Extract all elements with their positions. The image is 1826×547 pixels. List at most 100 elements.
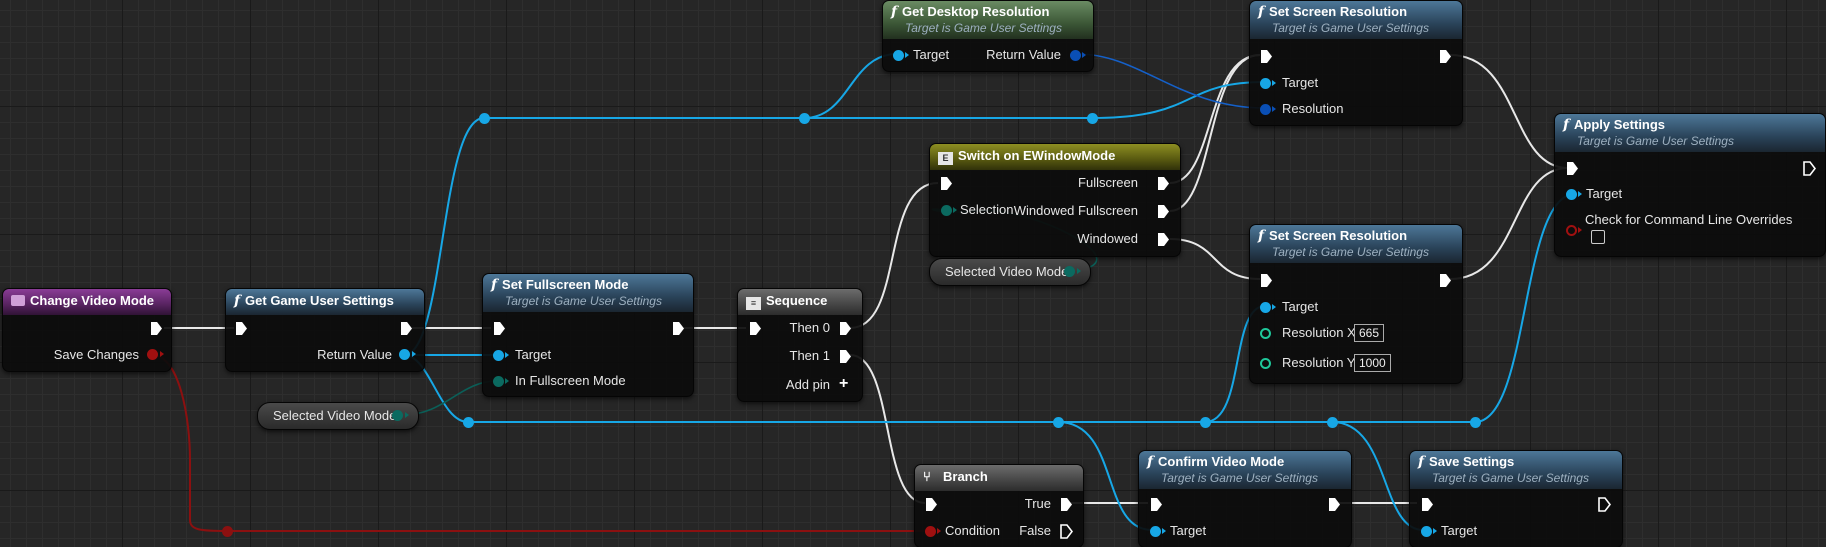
- bool-in-pin-check-overrides[interactable]: [1566, 225, 1577, 236]
- object-in-pin-target[interactable]: [1566, 189, 1577, 200]
- exec-in-pin[interactable]: [926, 498, 937, 511]
- reroute-knot[interactable]: [1470, 417, 1481, 428]
- reroute-knot[interactable]: [463, 417, 474, 428]
- object-wire: [1091, 81, 1266, 119]
- struct-in-pin-resolution[interactable]: [1260, 104, 1271, 115]
- struct-wire: [1077, 53, 1266, 109]
- pin-label-target: Target: [1282, 299, 1319, 314]
- pin-label-target: Target: [515, 347, 552, 362]
- pin-arrow: [505, 352, 509, 358]
- variable-selected-video-mode[interactable]: Selected Video Mode: [929, 258, 1091, 286]
- node-subtitle: Target is Game User Settings: [1272, 245, 1429, 259]
- exec-out-pin-windowed-fullscreen[interactable]: [1158, 205, 1169, 218]
- enum-out-pin[interactable]: [392, 410, 403, 421]
- plus-icon[interactable]: +: [839, 375, 849, 392]
- resolution-y-input[interactable]: 1000: [1354, 354, 1391, 372]
- object-out-pin-return-value[interactable]: [399, 349, 410, 360]
- node-title: Get Game User Settings: [245, 293, 394, 308]
- bool-out-pin-save-changes[interactable]: [147, 349, 158, 360]
- int-in-pin-resolution-y[interactable]: [1260, 358, 1271, 369]
- object-wire: [1057, 421, 1153, 531]
- reroute-knot[interactable]: [1087, 113, 1098, 124]
- exec-out-pin-fullscreen[interactable]: [1158, 177, 1169, 190]
- pin-label-resolution-y: Resolution Y: [1282, 355, 1356, 370]
- object-in-pin-target[interactable]: [1260, 302, 1271, 313]
- exec-out-pin[interactable]: [673, 322, 684, 335]
- switch-icon: E: [938, 152, 953, 165]
- object-in-pin-target[interactable]: [493, 350, 504, 361]
- node-branch[interactable]: ⑂Branch True Condition False: [914, 464, 1084, 547]
- exec-in-pin[interactable]: [1567, 162, 1578, 175]
- function-icon: f: [1258, 4, 1265, 20]
- pin-label-target: Target: [913, 47, 950, 62]
- pin-label-fullscreen: Fullscreen: [1078, 175, 1138, 190]
- reroute-knot[interactable]: [799, 113, 810, 124]
- node-sequence[interactable]: ≡Sequence Then 0 Then 1 Add pin +: [737, 288, 863, 402]
- reroute-knot[interactable]: [1327, 417, 1338, 428]
- object-in-pin-target[interactable]: [1421, 526, 1432, 537]
- exec-in-pin[interactable]: [941, 177, 952, 190]
- add-pin-button[interactable]: Add pin: [785, 377, 830, 392]
- node-change-video-mode[interactable]: Change Video Mode Save Changes: [2, 288, 172, 372]
- exec-out-pin[interactable]: [1440, 50, 1451, 63]
- bool-in-pin-condition[interactable]: [925, 526, 936, 537]
- exec-out-pin[interactable]: [1598, 497, 1611, 512]
- enum-in-pin-selection[interactable]: [941, 205, 952, 216]
- exec-in-pin[interactable]: [1261, 274, 1272, 287]
- exec-in-pin[interactable]: [750, 322, 761, 335]
- reroute-knot[interactable]: [1053, 417, 1064, 428]
- exec-out-pin-then-1[interactable]: [840, 350, 851, 363]
- exec-out-pin[interactable]: [1803, 161, 1816, 176]
- function-icon: f: [1563, 117, 1570, 133]
- reroute-knot[interactable]: [1200, 417, 1211, 428]
- exec-in-pin[interactable]: [236, 322, 247, 335]
- variable-selected-video-mode[interactable]: Selected Video Mode: [257, 402, 419, 430]
- function-icon: f: [891, 4, 898, 20]
- exec-out-pin[interactable]: [401, 322, 412, 335]
- struct-out-pin-return-value[interactable]: [1070, 50, 1081, 61]
- object-in-pin-target[interactable]: [1150, 526, 1161, 537]
- exec-out-pin[interactable]: [151, 322, 162, 335]
- pin-label-check-for-command-line-overrides: Check for Command Line Overrides: [1585, 212, 1793, 227]
- exec-out-pin-false[interactable]: [1060, 524, 1073, 539]
- resolution-x-input[interactable]: 665: [1354, 324, 1385, 342]
- check-overrides-checkbox[interactable]: [1591, 230, 1605, 244]
- exec-in-pin[interactable]: [494, 322, 505, 335]
- node-title: Set Fullscreen Mode: [502, 277, 629, 292]
- enum-in-pin-fullscreen-mode[interactable]: [493, 376, 504, 387]
- pin-arrow: [905, 52, 909, 58]
- exec-in-pin[interactable]: [1422, 498, 1433, 511]
- pin-arrow: [160, 351, 164, 357]
- pin-label-target: Target: [1282, 75, 1319, 90]
- object-in-pin-target[interactable]: [893, 50, 904, 61]
- exec-in-pin[interactable]: [1261, 50, 1272, 63]
- exec-out-pin-true[interactable]: [1061, 498, 1072, 511]
- pin-arrow: [405, 412, 409, 418]
- variable-label: Selected Video Mode: [945, 264, 1069, 279]
- reroute-knot-bool[interactable]: [222, 526, 233, 537]
- exec-out-pin[interactable]: [1329, 498, 1340, 511]
- pin-label-return-value: Return Value: [986, 47, 1061, 62]
- enum-out-pin[interactable]: [1064, 266, 1075, 277]
- exec-out-pin-then-0[interactable]: [840, 322, 851, 335]
- exec-out-pin-windowed[interactable]: [1158, 233, 1169, 246]
- object-in-pin-target[interactable]: [1260, 78, 1271, 89]
- exec-in-pin[interactable]: [1151, 498, 1162, 511]
- reroute-knot[interactable]: [479, 113, 490, 124]
- int-in-pin-resolution-x[interactable]: [1260, 328, 1271, 339]
- exec-out-pin[interactable]: [1440, 274, 1451, 287]
